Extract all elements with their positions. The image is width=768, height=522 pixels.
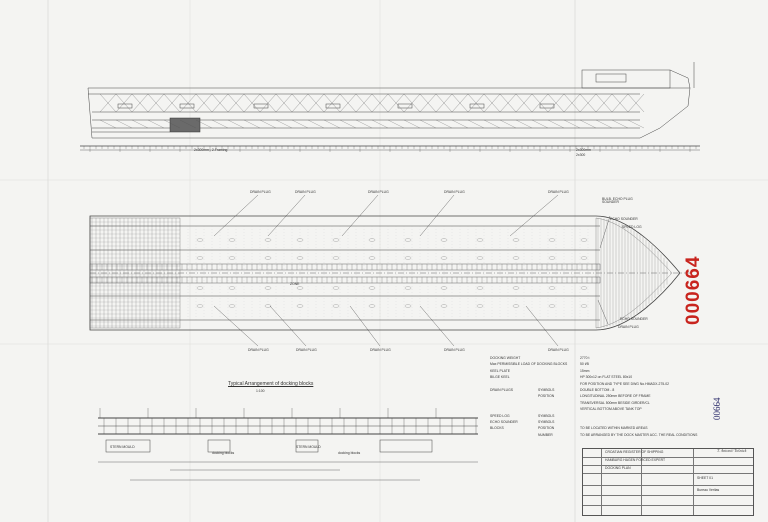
- stern-mould-label-2: STERN MOULD: [296, 445, 321, 449]
- typical-section: [98, 417, 478, 481]
- echo-sounder-label-2: ECHO SOUNDER: [620, 317, 648, 321]
- drain-plug-label: DRAIN PLUG: [295, 190, 316, 194]
- note-value: TO BE LOCATED WITHIN MARKED AREAS: [580, 426, 648, 431]
- drain-plug-bow-label: DRAIN PLUG: [618, 325, 639, 329]
- note-label: BILGE KEEL: [490, 375, 510, 380]
- section-title: Typical Arrangement of docking blocks: [228, 381, 314, 387]
- docking-blocks-label-2: docking blocks: [338, 451, 361, 455]
- stern-mould-label: STERN MOULD: [110, 445, 135, 449]
- note-label: BLOCKS: [490, 426, 504, 431]
- signature: T. Antonić Tošnick: [717, 448, 747, 453]
- title-block-row-4: SHEET 01: [697, 476, 713, 480]
- plan-view-grid: [90, 218, 668, 328]
- note-value: TRANSVERSAL 500mm BESIDE GIRDER/CL: [580, 400, 650, 405]
- drain-plug-label: DRAIN PLUG: [248, 348, 269, 352]
- note-label: ECHO SOUNDER: [490, 420, 518, 424]
- section-frames: [99, 408, 477, 434]
- note-value: FOR POSITION AND TYPE SEE DWG No.HMADX-2…: [580, 381, 670, 386]
- echo-sounder-label: ECHO SOUNDER: [610, 217, 638, 221]
- section-scale: 1:100: [256, 389, 265, 393]
- docking-blocks-label: docking blocks: [212, 451, 235, 455]
- note-value: LONGITUDINAL 250mm BEFORE OF FRAME: [580, 394, 651, 399]
- center-marker-label: ZONE: [290, 282, 300, 286]
- note-sub: SYMBOLS: [538, 413, 555, 418]
- drain-plug-label: DRAIN PLUG: [296, 348, 317, 352]
- note-label: SPEED LOG: [490, 413, 510, 418]
- bulb-label: BULB. ECHO PLUG SOUNDER: [602, 197, 633, 205]
- side-profile-hatching: [99, 93, 645, 129]
- side-profile-frame-ticks: [83, 146, 697, 152]
- drain-plug-label: DRAIN PLUG: [368, 190, 389, 194]
- drain-plug-label: DRAIN PLUG: [444, 348, 465, 352]
- drain-plug-label: DRAIN PLUG: [548, 190, 569, 194]
- note-value: TO BE ARRANGED BY THE DOCK MASTER ACC. T…: [580, 432, 698, 437]
- note-value: HP 300x12 on FLAT STEEL 80x10: [580, 375, 633, 380]
- title-block: CROATIAN REGISTER OF SHIPPING HAMBURG HA…: [582, 448, 754, 516]
- title-block-row-1: CROATIAN REGISTER OF SHIPPING: [605, 450, 664, 454]
- note-sub: SYMBOLS: [538, 388, 555, 392]
- note-label: DRAIN PLUGS: [490, 388, 513, 392]
- note-value: DOUBLE BOTTOM - 8: [580, 388, 615, 392]
- note-value: 2770 t: [580, 356, 590, 360]
- note-label: DOCKING WEIGHT: [490, 356, 521, 360]
- registration-stamp: 000664: [683, 255, 704, 325]
- side-frame-note-left: 2x300mm - 2-Framing: [194, 148, 228, 152]
- note-sub: SYMBOLS: [538, 420, 555, 424]
- title-block-row-3: DOCKING PLAN: [605, 466, 631, 470]
- drain-plug-label: DRAIN PLUG: [444, 190, 465, 194]
- note-label: KEEL PLATE: [490, 368, 510, 373]
- drain-plug-label: DRAIN PLUG: [370, 348, 391, 352]
- plan-view: [89, 215, 690, 331]
- note-value: VERTICAL BOTTOM ABOVE TANK TOP: [580, 407, 642, 412]
- note-value: 15mm: [580, 368, 590, 373]
- note-label: Max PERMISSIBLE LOAD OF DOCKING BLOCKS: [490, 362, 568, 367]
- handwritten-number: 00664: [712, 397, 722, 421]
- side-frame-note-right-2: 2x300: [576, 153, 586, 157]
- note-sub: POSITION: [538, 426, 555, 431]
- note-sub: POSITION: [538, 394, 555, 399]
- speed-log-label: SPEED LOG: [622, 225, 642, 229]
- side-frame-note-right: 2x300mm: [576, 148, 591, 152]
- title-block-row-2: HAMBURG HAGEN FORCED EXPERT: [605, 458, 666, 462]
- drain-plug-label: DRAIN PLUG: [548, 348, 569, 352]
- side-profile: [80, 62, 700, 151]
- drain-plug-leaders: [213, 194, 611, 347]
- note-sub: NUMBER: [538, 432, 553, 437]
- notes-block: DOCKING WEIGHT 2770 t Max PERMISSIBLE LOAD…: [490, 356, 750, 443]
- note-value: 50 t/B: [580, 362, 589, 367]
- drain-plug-label: DRAIN PLUG: [250, 190, 271, 194]
- title-block-approval: Bureau Veritas: [697, 488, 720, 492]
